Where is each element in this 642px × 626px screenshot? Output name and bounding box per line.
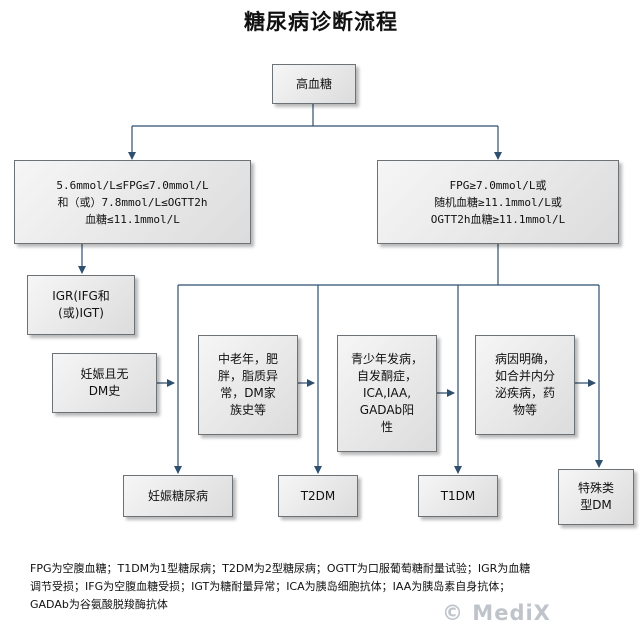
special-dm-line: 型DM: [580, 498, 612, 512]
criteria-left-line: 5.6mmol/L≤FPG≤7.0mmol/L: [56, 178, 209, 192]
t1dm-label: T1DM: [440, 488, 476, 503]
criteria-left-line: 和（或）7.8mmol/L≤OGTT2h: [57, 195, 208, 209]
special-condition-box: 病因明确， 如合并内分 泌疾病，药 物等: [475, 335, 575, 435]
gdm-label: 妊娠糖尿病: [147, 488, 208, 503]
criteria-left-box: 5.6mmol/L≤FPG≤7.0mmol/L 和（或）7.8mmol/L≤OG…: [14, 160, 251, 244]
t1dm-box: T1DM: [418, 475, 498, 517]
special-condition-line: 病因明确，: [494, 352, 555, 366]
t2dm-box: T2DM: [278, 475, 358, 517]
igr-box: IGR(IFG和 (或)IGT): [27, 275, 135, 335]
special-dm-line: 特殊类: [577, 481, 614, 495]
footnote-line: 调节受损；IFG为空腹血糖受损；IGT为糖耐量异常；ICA为胰岛细胞抗体；IAA…: [30, 580, 511, 593]
pregnancy-condition-box: 妊娠且无 DM史: [52, 353, 157, 413]
elderly-condition-line: 中老年，肥: [217, 352, 278, 366]
special-dm-box: 特殊类 型DM: [558, 469, 634, 525]
criteria-right-line: OGTT2h血糖≥11.1mmol/L: [430, 212, 566, 226]
watermark: © MediX: [442, 601, 551, 625]
youth-condition-line: 性: [380, 420, 393, 434]
high-glucose-label: 高血糖: [295, 76, 332, 91]
criteria-right-line: FPG≥7.0mmol/L或: [449, 178, 547, 192]
high-glucose-box: 高血糖: [272, 64, 356, 104]
igr-line: (或)IGT): [58, 306, 104, 320]
youth-condition-line: 自发酮症，: [356, 369, 417, 383]
youth-condition-line: ICA,IAA,: [362, 386, 412, 400]
pregnancy-condition-line: DM史: [88, 384, 121, 398]
gdm-box: 妊娠糖尿病: [123, 475, 233, 517]
elderly-condition-box: 中老年，肥 胖，脂质异 常，DM家 族史等: [198, 335, 298, 435]
criteria-left-line: 血糖≤11.1mmol/L: [85, 212, 180, 226]
criteria-right-box: FPG≥7.0mmol/L或 随机血糖≥11.1mmol/L或 OGTT2h血糖…: [377, 160, 619, 244]
youth-condition-line: 青少年发病，: [350, 352, 423, 366]
elderly-condition-line: 胖，脂质异: [217, 369, 278, 383]
elderly-condition-line: 常，DM家: [220, 386, 276, 400]
special-condition-line: 如合并内分: [494, 369, 555, 383]
t2dm-label: T2DM: [300, 488, 336, 503]
footnote-line: GADAb为谷氨酸脱羧酶抗体: [30, 598, 168, 611]
footnote-line: FPG为空腹血糖；T1DM为1型糖尿病；T2DM为2型糖尿病；OGTT为口服葡萄…: [30, 562, 531, 575]
special-condition-line: 物等: [512, 403, 537, 417]
footnote: FPG为空腹血糖；T1DM为1型糖尿病；T2DM为2型糖尿病；OGTT为口服葡萄…: [30, 560, 620, 614]
youth-condition-box: 青少年发病， 自发酮症， ICA,IAA, GADAb阳 性: [337, 335, 437, 452]
youth-condition-line: GADAb阳: [359, 403, 415, 417]
igr-line: IGR(IFG和: [52, 289, 110, 303]
elderly-condition-line: 族史等: [229, 403, 266, 417]
special-condition-line: 泌疾病，药: [494, 386, 555, 400]
criteria-right-line: 随机血糖≥11.1mmol/L或: [434, 195, 562, 209]
pregnancy-condition-line: 妊娠且无: [80, 367, 129, 381]
page-title: 糖尿病诊断流程: [244, 9, 398, 34]
